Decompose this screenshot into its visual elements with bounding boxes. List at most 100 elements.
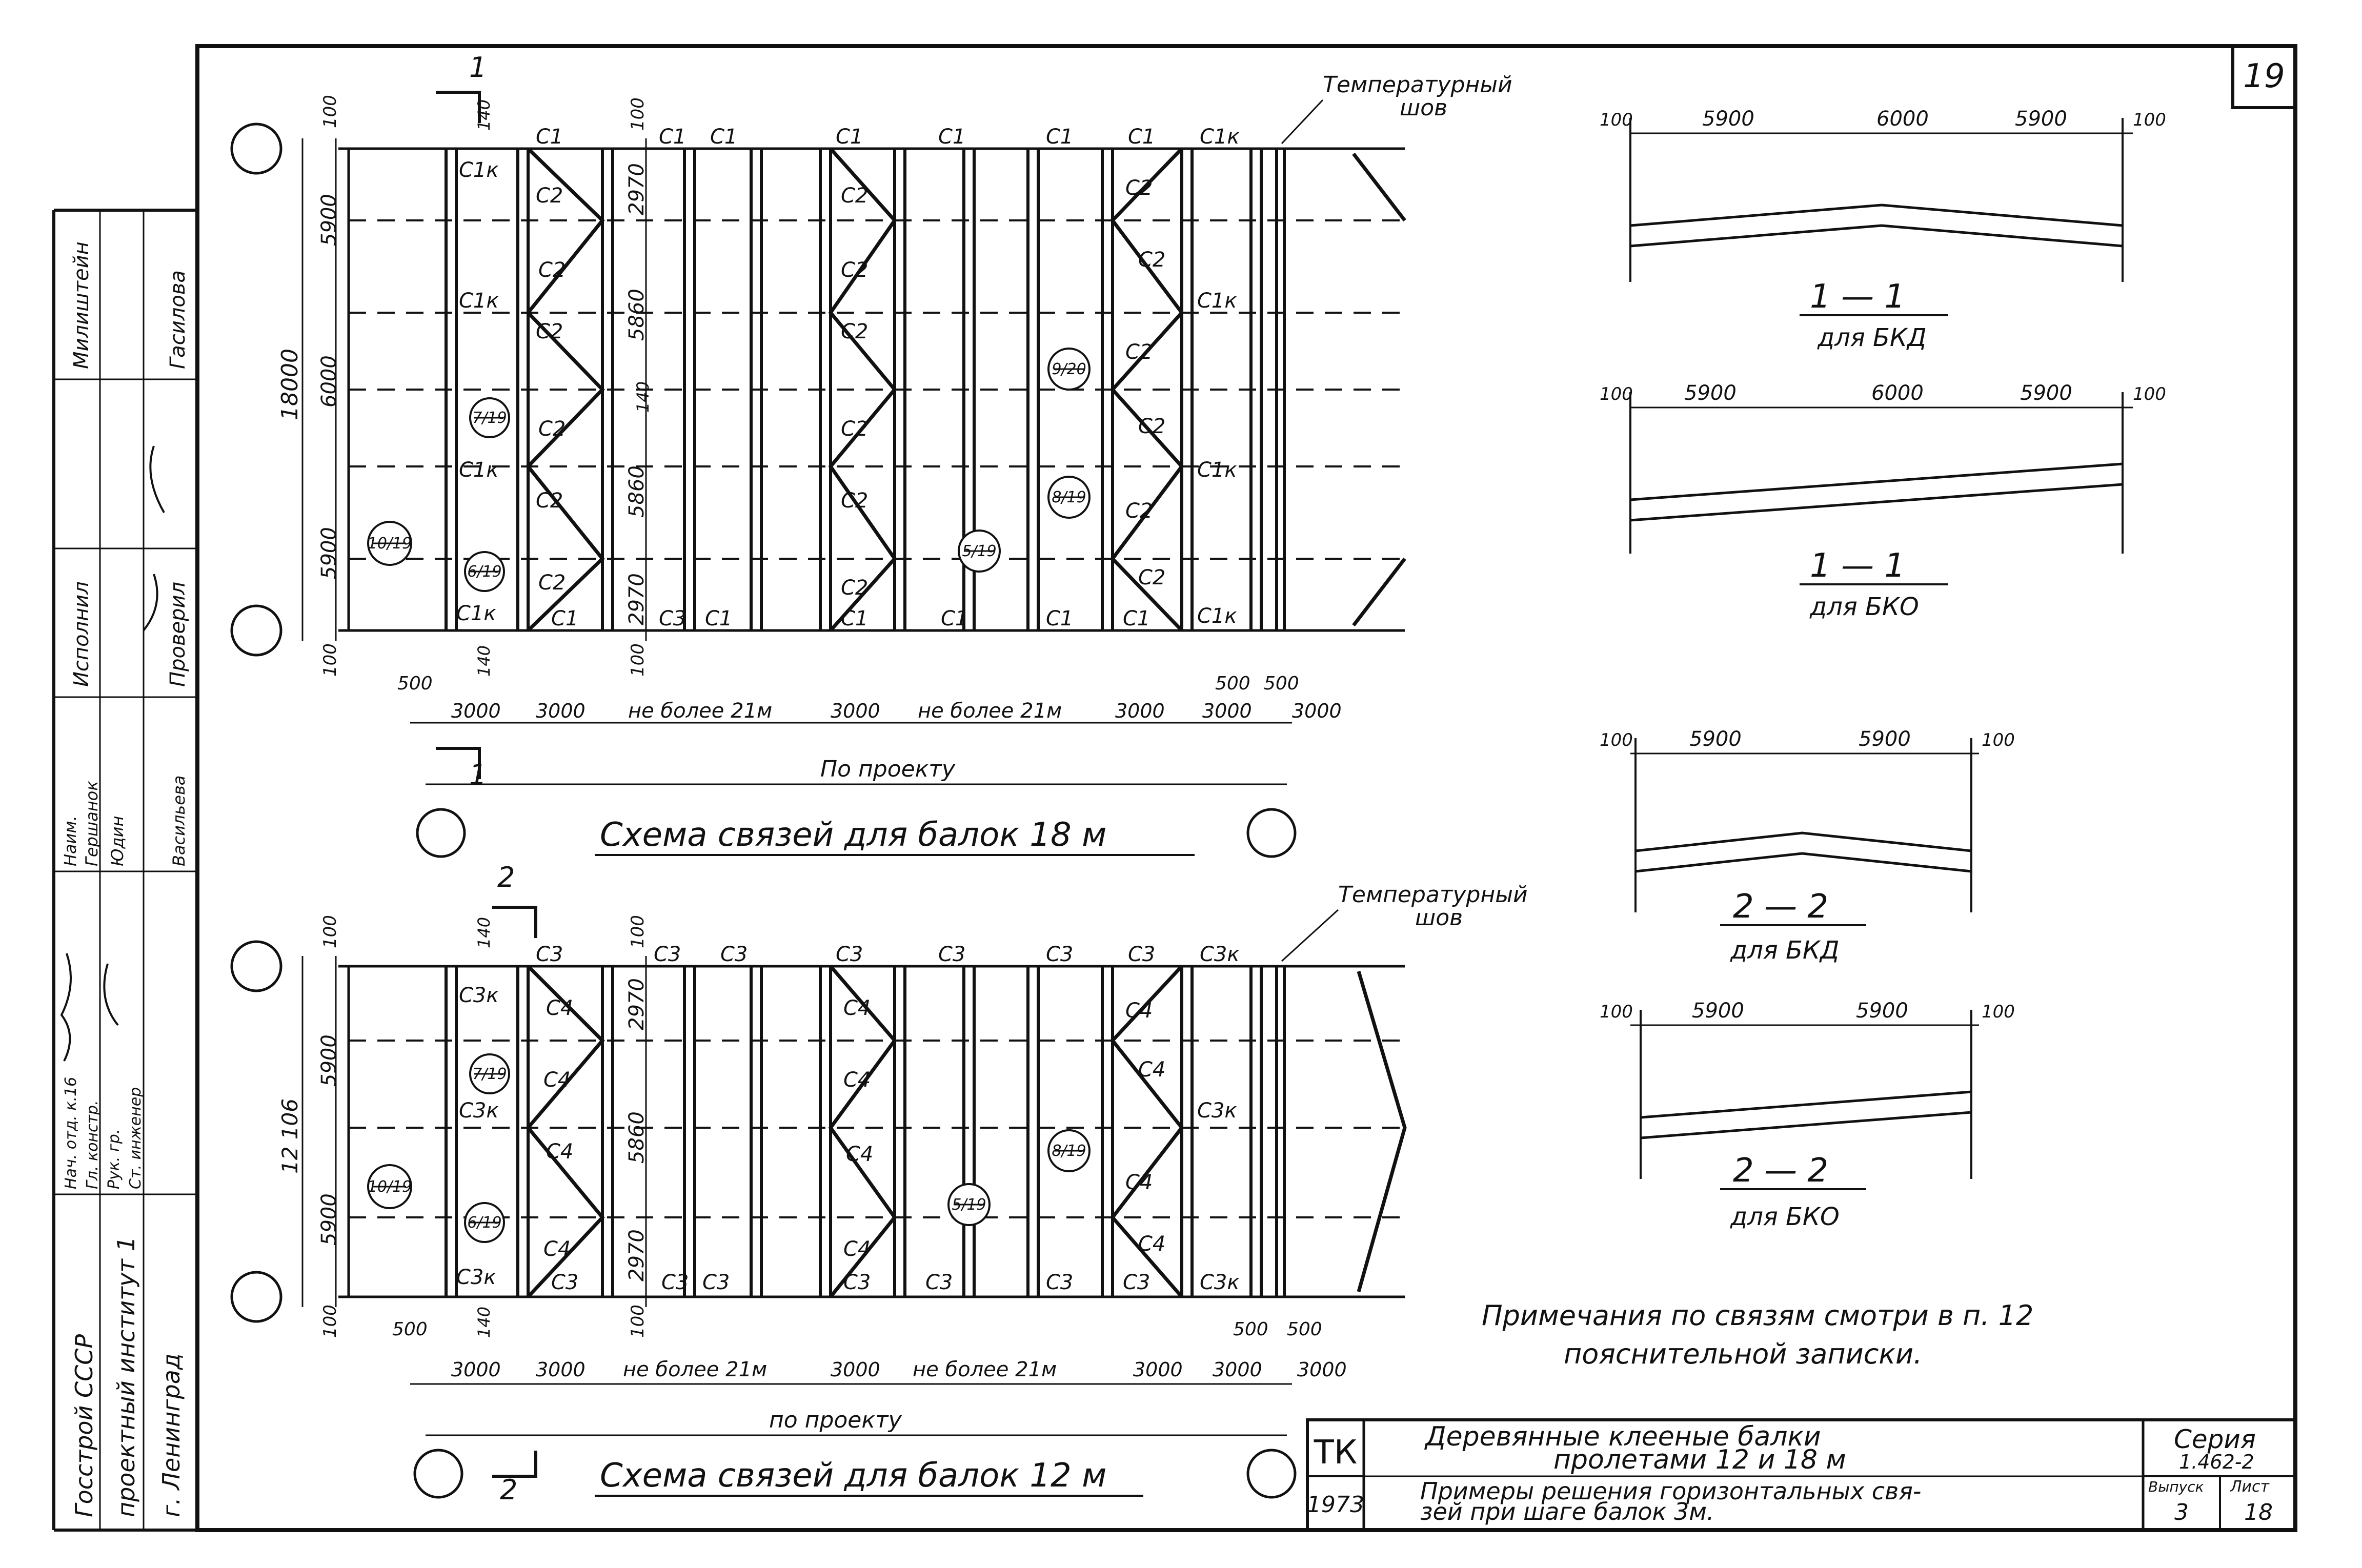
plan18-member-labels: C1 C1 C1 C1 C1 C1 C1 C1к C1к C1к C1к C1к…	[456, 125, 1240, 630]
svg-text:5/19: 5/19	[952, 1196, 986, 1214]
plan12-title: Схема связей для балок 12 м	[600, 1457, 1106, 1495]
plan18-callout-7-19: 7/19	[469, 397, 510, 438]
plan12-c3-top-6: C3	[1046, 943, 1073, 966]
tb-series-label: Серия	[2174, 1424, 2256, 1454]
plan12-c3k-right-2: C3к	[1200, 1271, 1240, 1294]
plan18-overall-dim: 18000	[277, 349, 303, 420]
plan12-dim-500c: 500	[1287, 1319, 1322, 1340]
stamp-gershanok: Гершанок	[82, 781, 102, 866]
sheet-number: 19	[2243, 57, 2285, 95]
plan18-c2-13: C2	[1125, 176, 1153, 200]
s22bko-sub: для БКО	[1730, 1203, 1840, 1231]
tb-list-label: Лист	[2230, 1478, 2270, 1496]
plan18-c1-top-2: C1	[659, 125, 686, 149]
s11bko-dim-3: 6000	[1871, 381, 1924, 405]
plan12-c3-top-2: C3	[654, 943, 681, 966]
plan18-c2-5: C2	[536, 489, 563, 513]
plan18-dim-lines	[301, 138, 1292, 785]
s11bkd-dim-2: 5900	[1702, 107, 1754, 131]
plan18-temp-joint-2: шов	[1400, 95, 1447, 121]
s22bko-dim-1: 100	[1600, 1002, 1633, 1022]
plan12-dim-140b: 140	[474, 1307, 494, 1338]
plan18-c2-8: C2	[841, 258, 868, 282]
plan18-c2-18: C2	[1138, 566, 1165, 589]
plan18-left-dim-1: 100	[320, 95, 340, 128]
plan12-member-labels: C3 C3 C3 C3 C3 C3 C3 C3к C3к C3к C3к C3к…	[456, 943, 1240, 1294]
plan12-c3k-left-2: C3к	[459, 1099, 499, 1123]
plan12-edge-lines	[338, 965, 1405, 1298]
stamp-nach-otd: Нач. отд. к.16	[62, 1077, 80, 1189]
svg-text:6/19: 6/19	[467, 1214, 501, 1232]
plan18-callouts: 7/19 10/19 6/19 9/20 8/19	[367, 348, 1091, 592]
stamp-st-inzh: Ст. инженер	[127, 1087, 145, 1189]
plan18-c2-11: C2	[841, 489, 868, 513]
plan12-temp-joint-2: шов	[1415, 905, 1463, 931]
plan18-c2-2: C2	[538, 258, 566, 282]
tb-vypusk-value: 3	[2174, 1499, 2189, 1525]
plan18-c1k-top: C1к	[1200, 125, 1240, 149]
plan12-bottom-dim-5: не более 21м	[913, 1358, 1057, 1381]
stamp-vasileva: Васильева	[169, 776, 189, 866]
plan18-left-dim-3: 6000	[317, 355, 341, 408]
plan18-bottom-dim-5: не более 21м	[918, 699, 1062, 723]
plan18-dim-140b: 140	[474, 645, 494, 677]
plan12-c3-top-1: C3	[536, 943, 563, 966]
plan18-c1-bot-3: C1	[841, 607, 868, 630]
plan18-po-proektu: По проекту	[820, 756, 956, 782]
plan18-bottom-dim-3: не более 21м	[628, 699, 772, 723]
plan18-c1-bot-5: C1	[1046, 607, 1073, 630]
plan12-dim-500a: 500	[392, 1319, 428, 1340]
plan18-mid-dim-5: 2970	[625, 573, 649, 625]
plan12-mid-dim-3: 5860	[625, 1111, 649, 1164]
plan18-c2-4: C2	[538, 417, 566, 441]
plan18-c2-17: C2	[1125, 499, 1153, 523]
plan12-overall-dim: 12 106	[277, 1098, 302, 1174]
title-block	[1306, 1418, 2297, 1532]
plan18-dim-140c: 140	[633, 381, 653, 413]
plan18-braces	[526, 147, 1406, 632]
s11bko-sub: для БКО	[1809, 593, 1919, 621]
plan18-c2-9: C2	[841, 320, 868, 343]
s22bkd-dim-4: 100	[1982, 730, 2015, 750]
plan12-c4-5: C4	[843, 996, 871, 1020]
plan18-title: Схема связей для балок 18 м	[600, 816, 1106, 854]
plan12-bottom-dim-4: 3000	[831, 1358, 880, 1381]
plan12-c4-3: C4	[546, 1140, 573, 1164]
tb-series-value: 1.462-2	[2179, 1451, 2254, 1473]
s11bko-dim-4: 5900	[2020, 381, 2072, 405]
plan12-callout-5-19: 5/19	[947, 1183, 991, 1226]
plan12-dim-140a: 140	[474, 917, 494, 948]
plan18-axis-circles	[230, 123, 1297, 858]
signatures	[60, 445, 165, 1062]
plan18-c2-1: C2	[536, 184, 563, 208]
plan18-purlin-lines	[349, 219, 1405, 560]
s22bko-title: 2 — 2	[1733, 1152, 1828, 1190]
svg-text:7/19: 7/19	[472, 1065, 507, 1083]
tb-title-2: пролетами 12 и 18 м	[1553, 1444, 1846, 1475]
plan18-bottom-dim-7: 3000	[1202, 700, 1252, 722]
s22bko-dim-4: 100	[1982, 1002, 2015, 1022]
plan18-dim-140a: 140	[474, 99, 494, 131]
plan12-c3-top-7: C3	[1128, 943, 1155, 966]
plan18-c1k-left-4: C1к	[456, 602, 496, 625]
plan18-c1k-right-2: C1к	[1197, 458, 1237, 482]
svg-text:8/19: 8/19	[1052, 488, 1086, 506]
svg-text:10/19: 10/19	[368, 1178, 412, 1196]
plan12-axis-circles	[230, 940, 1297, 1499]
plan12-bottom-dim-3: не более 21м	[623, 1358, 767, 1381]
plan18-bottom-dim-8: 3000	[1292, 700, 1342, 722]
tb-list-value: 18	[2244, 1499, 2273, 1525]
side-stamp: Исполнил Проверил Милиштейн Гасилова Наи…	[60, 241, 190, 1517]
plan18-section-mark-top: 1	[469, 51, 487, 84]
plan12-c4-2: C4	[543, 1068, 571, 1092]
plan12-c3-top-5: C3	[938, 943, 965, 966]
plan18-mid-dim-6: 100	[628, 643, 648, 677]
plan12-section-mark-bottom: 2	[500, 1474, 517, 1506]
svg-text:9/20: 9/20	[1052, 360, 1086, 378]
plan12-purlin-lines	[349, 1040, 1405, 1218]
plan18-mid-dim-2: 2970	[625, 163, 649, 215]
section-1-1-bkd: 100 5900 6000 5900 100 1 — 1 для БКД	[1600, 107, 2166, 352]
plan12-callout-7-19: 7/19	[469, 1053, 510, 1094]
plan18-c2-14: C2	[1138, 248, 1165, 272]
plan12-dim-500b: 500	[1233, 1319, 1268, 1340]
